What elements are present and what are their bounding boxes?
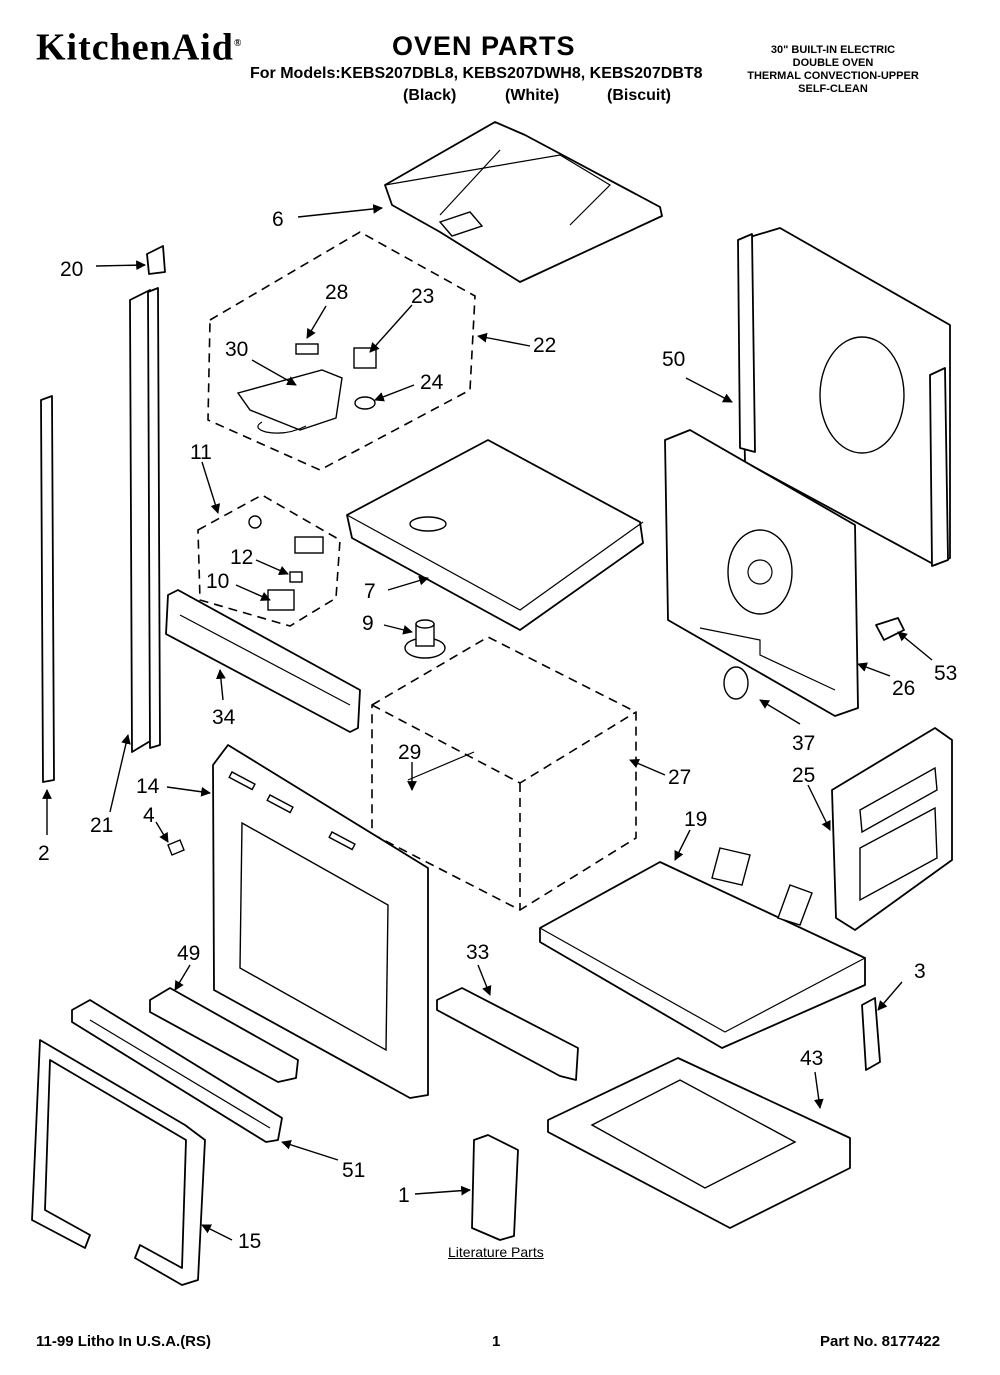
page-title: OVEN PARTS [392,31,576,61]
callout-2: 2 [38,842,50,865]
callout-19: 19 [684,808,707,831]
spec-line: 30" BUILT-IN ELECTRIC [770,44,896,56]
trim-strip-49 [149,987,299,1083]
side-trim-21 [129,287,161,753]
callout-4: 4 [143,804,155,827]
fan-motor [404,619,446,659]
bracket-3 [861,997,881,1071]
spec-line: DOUBLE OVEN [792,57,874,69]
door-gasket [31,1039,206,1286]
color-black: (Black) [403,87,457,104]
callout-12: 12 [230,546,253,569]
light-assembly [197,494,341,627]
rear-panel [737,227,951,567]
convection-fan-panel [664,429,859,717]
callout-6: 6 [272,208,284,231]
door-frame [212,744,429,1099]
spec-line: SELF-CLEAN [798,83,868,95]
callout-23: 23 [411,285,434,308]
fan-gasket [723,666,749,700]
vent-grille [165,589,361,733]
callout-53: 53 [934,662,957,685]
callout-34: 34 [212,706,236,729]
color-white: (White) [505,87,560,104]
callout-15: 15 [238,1230,261,1253]
bottom-frame [547,1057,851,1229]
oven-top-sheet [346,439,644,631]
callout-10: 10 [206,570,229,593]
trim-strip-33 [436,987,579,1081]
callout-21: 21 [90,814,113,837]
footer-litho: 11-99 Litho In U.S.A.(RS) [36,1333,212,1350]
side-panel-25 [831,727,953,931]
side-strip-2 [40,395,55,783]
leader-lines [42,204,933,1241]
screw [167,839,185,856]
top-panel [384,121,663,283]
callout-27: 27 [668,766,691,789]
clip-part [146,245,166,275]
control-assembly [207,231,476,471]
callout-50: 50 [662,348,685,371]
callout-3: 3 [914,960,926,983]
callout-28: 28 [325,281,348,304]
small-bracket-53 [875,617,905,641]
callout-14: 14 [136,775,160,798]
callout-29: 29 [398,741,421,764]
callout-26: 26 [892,677,915,700]
callout-51: 51 [342,1159,365,1182]
callout-33: 33 [466,941,489,964]
callout-24: 24 [420,371,444,394]
callout-11: 11 [190,441,212,464]
color-biscuit: (Biscuit) [607,87,671,104]
callout-37: 37 [792,732,815,755]
oven-cavity [371,636,637,911]
literature-booklet [471,1134,519,1241]
callout-20: 20 [60,258,83,281]
callout-22: 22 [533,334,556,357]
bottom-tray [539,847,866,1049]
callout-30: 30 [225,338,248,361]
footer-part-number: Part No. 8177422 [820,1333,941,1350]
oven-spec: 30" BUILT-IN ELECTRIC DOUBLE OVEN THERMA… [708,44,958,96]
footer-page-number: 1 [492,1333,501,1350]
callout-labels: 6 20 28 23 22 30 24 50 11 12 7 10 9 53 2… [38,208,957,1253]
callout-43: 43 [800,1047,823,1070]
callout-1: 1 [398,1184,410,1207]
vent-strip-51 [71,999,283,1143]
callout-25: 25 [792,764,815,787]
callout-49: 49 [177,942,200,965]
callout-9: 9 [362,612,374,635]
callout-7: 7 [364,580,376,603]
spec-line: THERMAL CONVECTION-UPPER [747,70,919,82]
models-line: For Models:KEBS207DBL8, KEBS207DWH8, KEB… [250,65,703,82]
literature-parts-label: Literature Parts [448,1244,544,1260]
kitchenaid-logo: KitchenAid® [36,26,243,69]
